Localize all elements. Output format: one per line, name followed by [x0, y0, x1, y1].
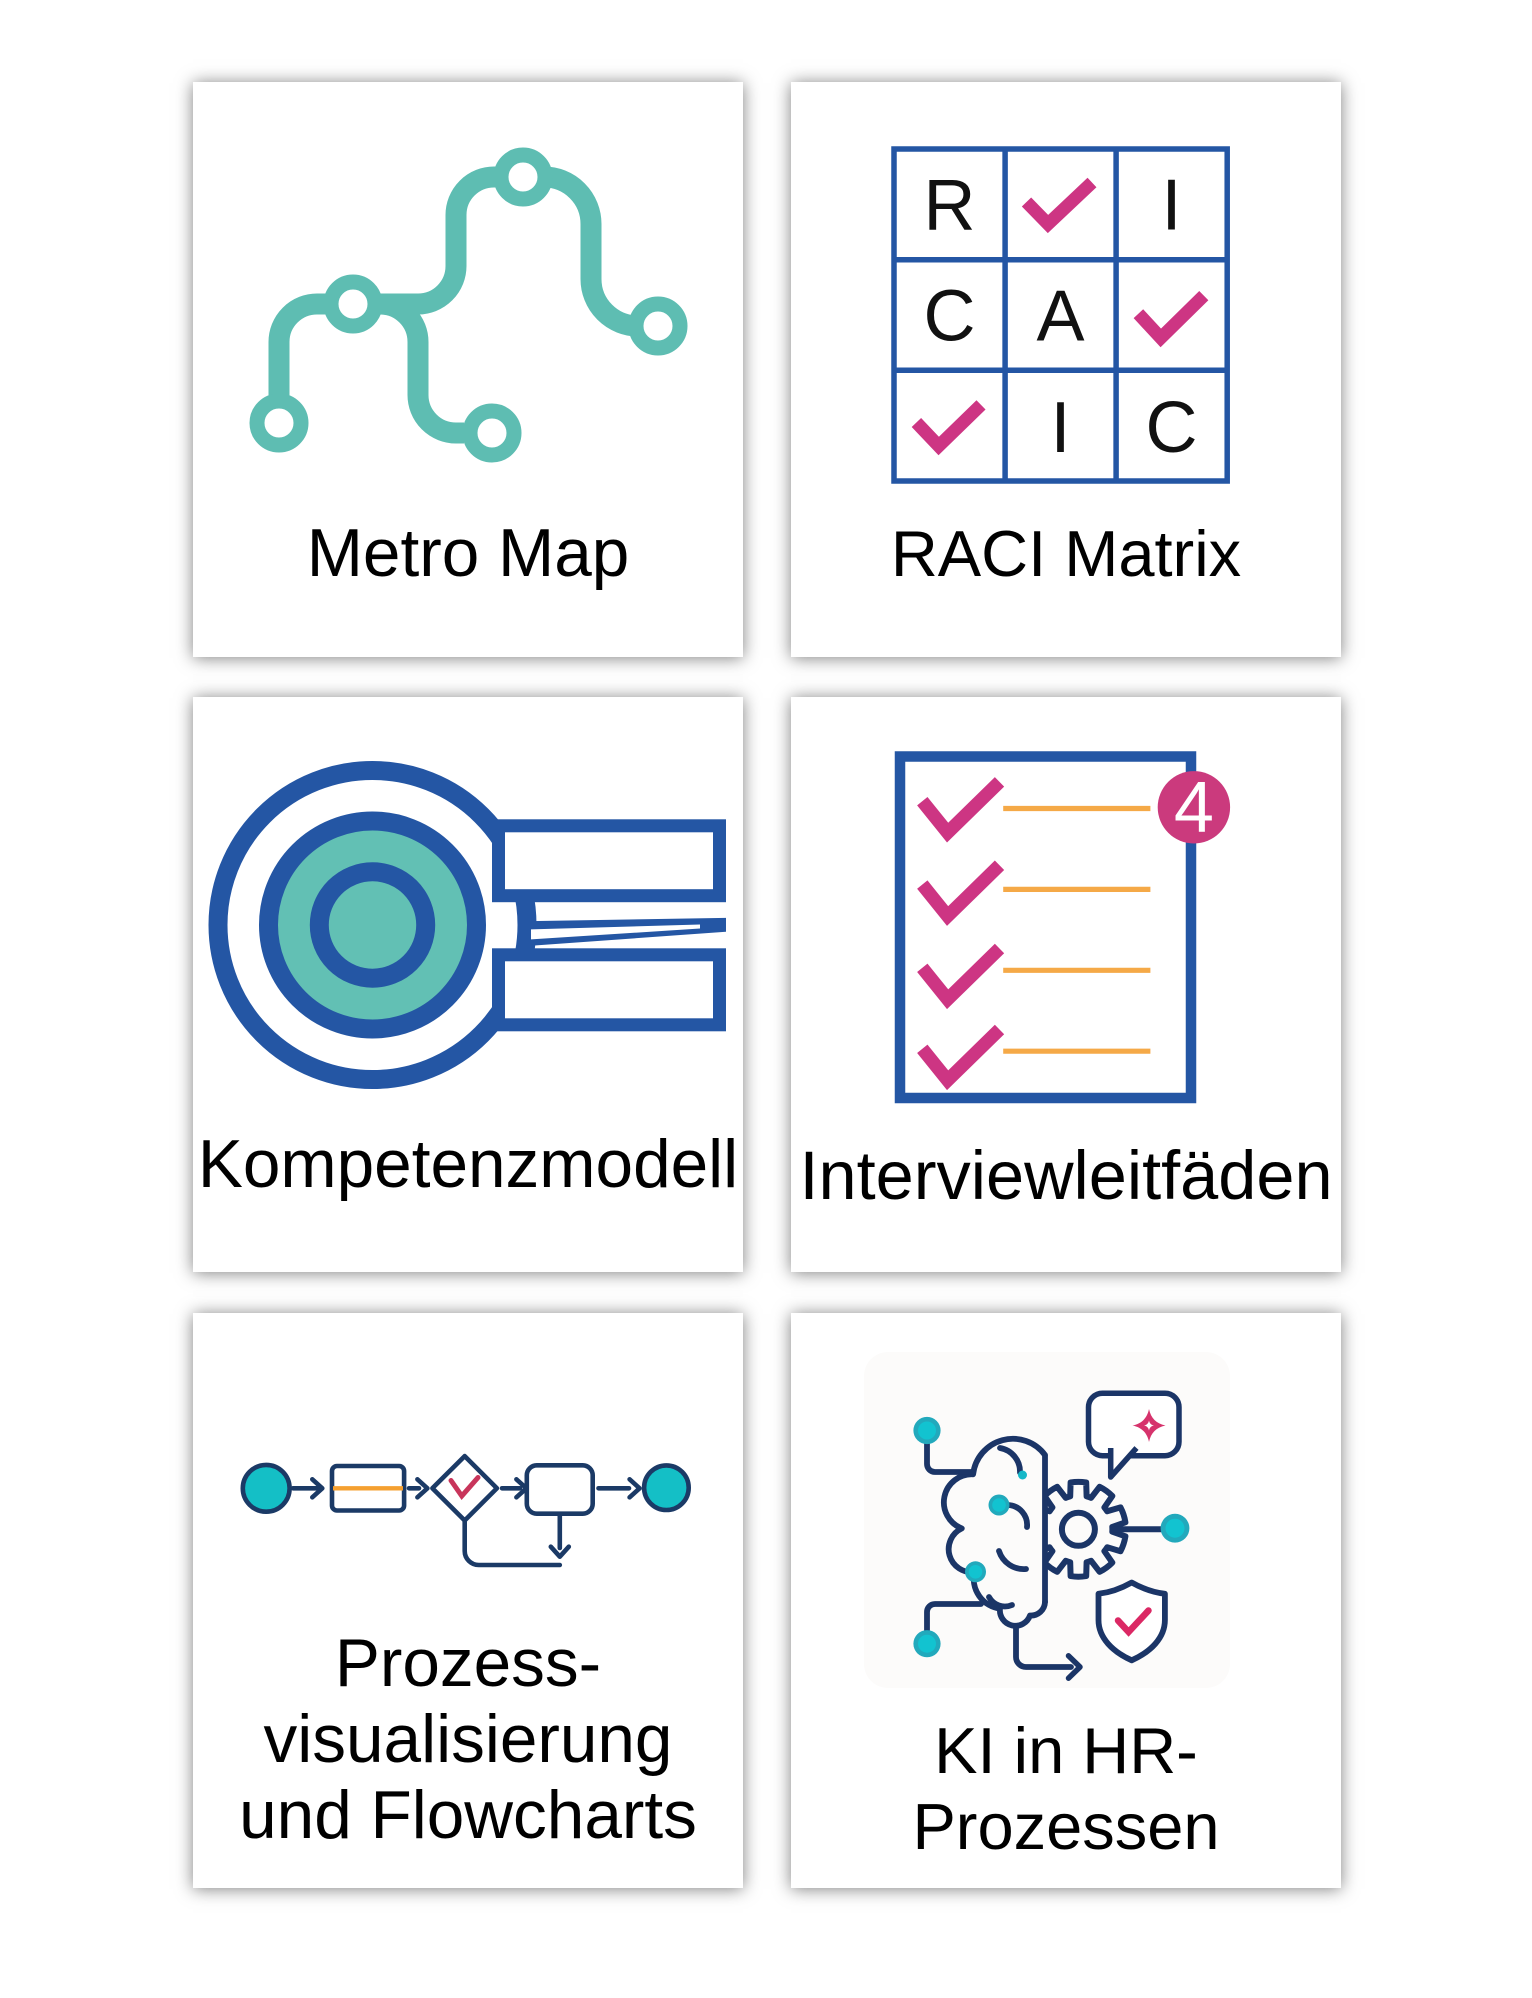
svg-text:I: I — [1161, 166, 1181, 246]
svg-text:4: 4 — [1174, 768, 1214, 848]
svg-text:I: I — [1050, 388, 1070, 468]
svg-text:R: R — [924, 166, 976, 246]
svg-text:A: A — [1036, 277, 1084, 357]
svg-text:C: C — [924, 277, 976, 357]
svg-text:C: C — [1146, 388, 1198, 468]
